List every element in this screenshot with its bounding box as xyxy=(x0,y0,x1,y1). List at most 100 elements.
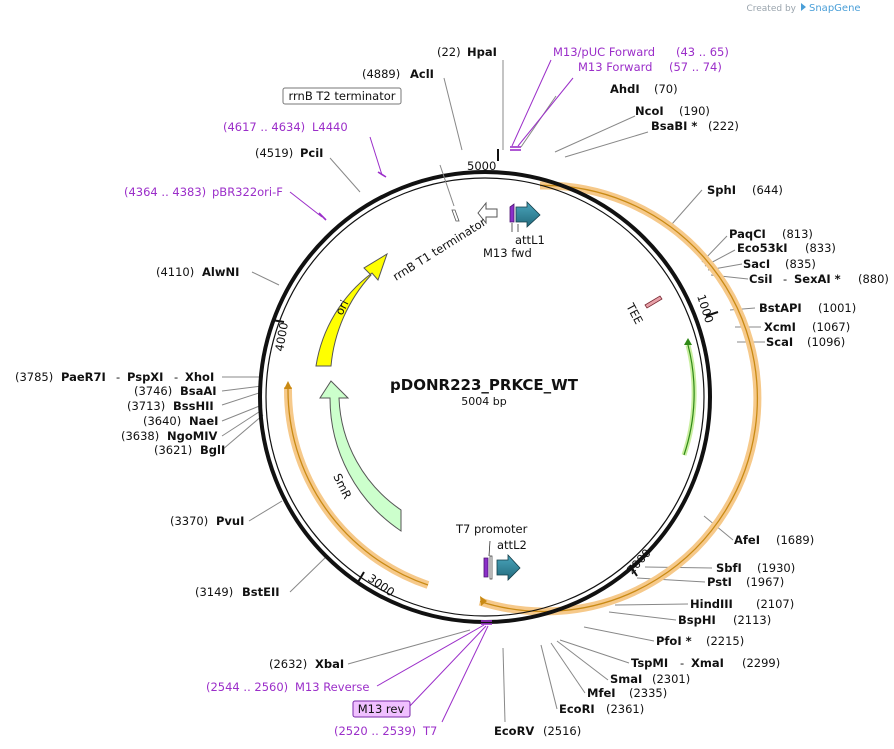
primer-m13rev-name: M13 Reverse xyxy=(295,680,369,694)
svg-text:(3621): (3621) xyxy=(154,443,192,457)
site-paqci[interactable]: PaqCI (813) xyxy=(729,227,813,241)
site-eco53ki[interactable]: Eco53kI (833) xyxy=(737,241,836,255)
site-pfoi[interactable]: PfoI * (2215) xyxy=(656,634,744,648)
site-sbfi[interactable]: SbfI (1930) xyxy=(716,561,795,575)
svg-text:(2361): (2361) xyxy=(606,702,644,716)
rrnb-t1-label: rrnB T1 terminator xyxy=(390,215,488,284)
svg-text:NgoMIV: NgoMIV xyxy=(167,429,217,443)
t7-promoter-label: T7 promoter xyxy=(455,522,528,536)
svg-text:(22): (22) xyxy=(437,45,461,59)
tick-label-4000: 4000 xyxy=(272,321,291,352)
site-ncoi[interactable]: NcoI (190) xyxy=(635,104,710,118)
site-naei[interactable]: (3640) NaeI xyxy=(143,414,218,428)
m13-rev-label[interactable]: M13 rev xyxy=(352,700,411,718)
svg-text:XbaI: XbaI xyxy=(315,657,344,671)
site-smai[interactable]: SmaI (2301) xyxy=(610,672,690,686)
tee-feature[interactable] xyxy=(644,295,663,309)
svg-text:-: - xyxy=(680,656,684,670)
site-bgli[interactable]: (3621) BglI xyxy=(154,443,225,457)
site-csii[interactable]: CsiI - SexAI * (880) xyxy=(749,272,889,286)
svg-text:XcmI: XcmI xyxy=(764,320,796,334)
site-afei[interactable]: AfeI (1689) xyxy=(734,533,814,547)
svg-text:AclI: AclI xyxy=(410,67,434,81)
site-psti[interactable]: PstI (1967) xyxy=(707,575,784,589)
snapgene-logo-icon xyxy=(801,3,806,11)
backbone-circle xyxy=(258,170,712,624)
site-saci[interactable]: SacI (835) xyxy=(743,257,816,271)
primer-m13puc-name: M13/pUC Forward xyxy=(553,45,655,59)
m13-rev-feature[interactable] xyxy=(483,557,489,578)
site-pcii[interactable]: (4519) PciI xyxy=(255,146,323,160)
site-tspmi[interactable]: TspMI - XmaI (2299) xyxy=(631,656,780,670)
site-bsshii[interactable]: (3713) BssHII xyxy=(127,399,214,413)
attl2-label: attL2 xyxy=(497,538,527,552)
svg-text:PaeR7I: PaeR7I xyxy=(61,370,106,384)
t7-tick xyxy=(488,540,491,557)
site-sphi[interactable]: SphI (644) xyxy=(707,183,783,197)
svg-text:(4519): (4519) xyxy=(255,146,293,160)
svg-text:PstI: PstI xyxy=(707,575,732,589)
site-alwni[interactable]: (4110) AlwNI xyxy=(156,265,239,279)
site-hpai[interactable]: (22) HpaI xyxy=(437,45,497,59)
svg-text:(1967): (1967) xyxy=(746,575,784,589)
site-scai[interactable]: ScaI (1096) xyxy=(766,335,845,349)
svg-text:(3149): (3149) xyxy=(195,585,233,599)
primer-m13puc-pos: (43 .. 65) xyxy=(676,45,729,59)
primer-pbr-name: pBR322ori-F xyxy=(212,185,283,199)
site-bsaai[interactable]: (3746) BsaAI xyxy=(134,384,217,398)
primer-l4440-pos: (4617 .. 4634) xyxy=(223,120,305,134)
svg-text:HpaI: HpaI xyxy=(467,45,497,59)
site-bstapi[interactable]: BstAPI (1001) xyxy=(759,301,856,315)
site-ecorv[interactable]: EcoRV (2516) xyxy=(494,724,581,738)
backbone-inner-circle xyxy=(265,177,705,617)
site-bsphi[interactable]: BspHI (2113) xyxy=(678,613,771,627)
green-orf-feature[interactable] xyxy=(681,338,697,456)
svg-text:(2516): (2516) xyxy=(543,724,581,738)
site-ecori[interactable]: EcoRI (2361) xyxy=(559,702,644,716)
ori-feature[interactable] xyxy=(315,252,388,367)
svg-text:-: - xyxy=(783,272,787,286)
svg-text:(2113): (2113) xyxy=(733,613,771,627)
svg-text:(2299): (2299) xyxy=(742,656,780,670)
ori-label: ori xyxy=(332,298,351,318)
svg-text:AhdI: AhdI xyxy=(610,82,640,96)
site-bsteii[interactable]: (3149) BstEII xyxy=(195,585,280,599)
orf-feature[interactable] xyxy=(283,181,762,616)
attl2-feature[interactable] xyxy=(496,553,521,581)
site-paer7i[interactable]: (3785) PaeR7I - PspXI - XhoI xyxy=(15,370,214,384)
site-pvui[interactable]: (3370) PvuI xyxy=(170,514,244,528)
rrnb-t2-terminator-label[interactable]: rrnB T2 terminator xyxy=(282,87,402,105)
site-xcmi[interactable]: XcmI (1067) xyxy=(764,320,850,334)
svg-text:PvuI: PvuI xyxy=(216,514,244,528)
svg-text:BglI: BglI xyxy=(200,443,225,457)
svg-text:NcoI: NcoI xyxy=(635,104,664,118)
svg-text:PciI: PciI xyxy=(300,146,323,160)
m13fwd-label: M13 fwd xyxy=(483,246,532,260)
svg-text:BssHII: BssHII xyxy=(173,399,214,413)
m13-fwd-feature[interactable] xyxy=(509,203,515,223)
smr-feature[interactable] xyxy=(319,380,402,532)
svg-text:EcoRV: EcoRV xyxy=(494,724,534,738)
site-hindiii[interactable]: HindIII (2107) xyxy=(690,597,794,611)
svg-text:BspHI: BspHI xyxy=(678,613,716,627)
svg-text:BstAPI: BstAPI xyxy=(759,301,802,315)
rrnb-t1-terminator-feature[interactable] xyxy=(451,201,498,225)
svg-text:AfeI: AfeI xyxy=(734,533,760,547)
svg-text:Eco53kI: Eco53kI xyxy=(737,241,788,255)
attl1-feature[interactable] xyxy=(515,201,541,228)
site-xbai[interactable]: (2632) XbaI xyxy=(269,657,344,671)
site-mfei[interactable]: MfeI (2335) xyxy=(587,686,667,700)
site-bsabi[interactable]: BsaBI * (222) xyxy=(651,119,739,133)
t7-promoter-feature[interactable] xyxy=(489,555,493,580)
site-ngomiv[interactable]: (3638) NgoMIV xyxy=(121,429,217,443)
site-acli[interactable]: (4889) AclI xyxy=(362,67,434,81)
plasmid-size: 5004 bp xyxy=(461,395,506,408)
svg-text:XhoI: XhoI xyxy=(185,370,214,384)
svg-text:(3746): (3746) xyxy=(134,384,172,398)
attl1-label: attL1 xyxy=(515,233,545,247)
svg-text:PaqCI: PaqCI xyxy=(729,227,766,241)
svg-text:BsaBI *: BsaBI * xyxy=(651,119,697,133)
svg-text:(1930): (1930) xyxy=(757,561,795,575)
site-ahdi[interactable]: AhdI (70) xyxy=(610,82,678,96)
svg-text:BsaAI: BsaAI xyxy=(180,384,217,398)
